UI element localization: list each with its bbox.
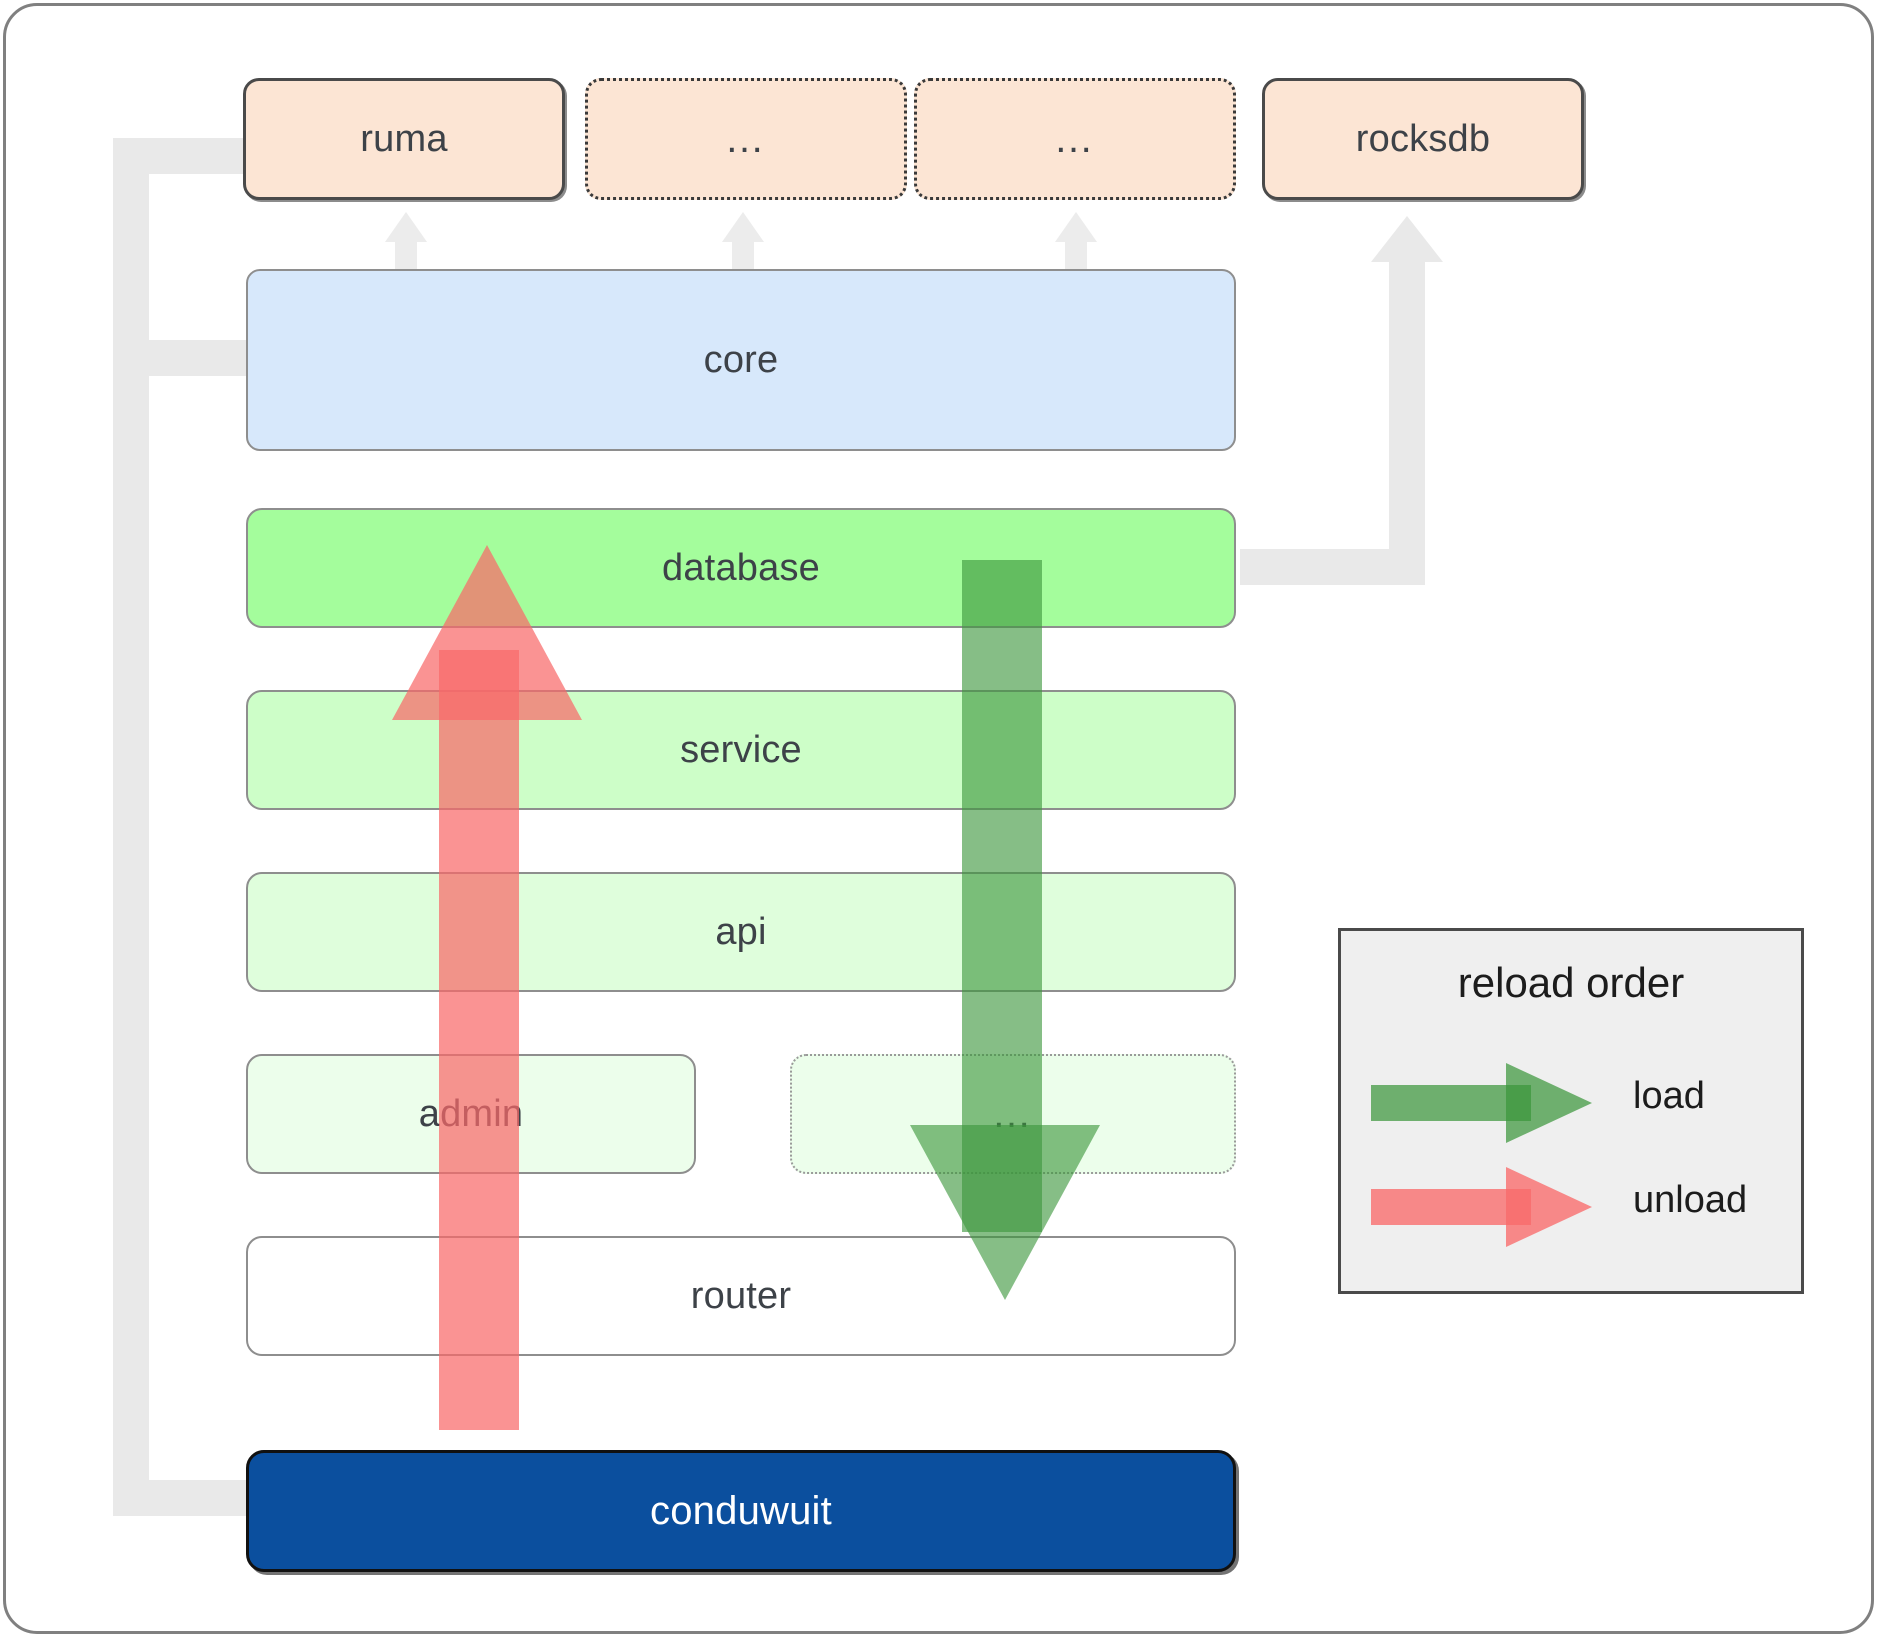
connector-conduwuit-bottom-leg xyxy=(113,1480,248,1516)
legend-label-unload: unload xyxy=(1633,1179,1748,1221)
dependency-node-ruma[interactable]: ruma xyxy=(243,78,565,200)
app-label-conduwuit: conduwuit xyxy=(650,1488,832,1533)
crate-node-admin[interactable]: admin xyxy=(246,1054,696,1174)
connector-core-to-dep3 xyxy=(1055,212,1097,272)
dependency-label-dep2: … xyxy=(724,117,768,161)
dependency-label-ruma: ruma xyxy=(360,117,448,160)
connector-conduwuit-trunk xyxy=(113,138,149,1516)
legend-panel: reload order load unload xyxy=(1338,928,1804,1294)
connector-arrowhead-rocksdb xyxy=(1371,216,1443,262)
dependency-label-dep3: … xyxy=(1053,117,1097,161)
connector-database-to-rocksdb-trunk xyxy=(1389,262,1425,585)
legend-label-load: load xyxy=(1633,1075,1705,1117)
dependency-node-rocksdb[interactable]: rocksdb xyxy=(1262,78,1584,200)
core-node[interactable]: core xyxy=(246,269,1236,451)
crate-label-service: service xyxy=(680,728,802,771)
crate-label-database: database xyxy=(662,546,820,589)
legend-row-unload: unload xyxy=(1371,1167,1777,1247)
connector-core-to-ruma xyxy=(385,212,427,272)
dependency-node-dep2[interactable]: … xyxy=(585,78,907,200)
app-node-conduwuit[interactable]: conduwuit xyxy=(246,1450,1236,1572)
dependency-label-rocksdb: rocksdb xyxy=(1355,117,1491,160)
crate-node-router[interactable]: router xyxy=(246,1236,1236,1356)
crate-label-admin: admin xyxy=(418,1092,524,1135)
crate-node-api[interactable]: api xyxy=(246,872,1236,992)
crate-label-more: … xyxy=(991,1092,1035,1136)
legend-title: reload order xyxy=(1457,959,1685,1006)
crate-label-api: api xyxy=(715,910,767,953)
load-arrow-icon xyxy=(1371,1063,1601,1143)
unload-arrow-icon xyxy=(1371,1167,1601,1247)
canvas-frame xyxy=(3,3,1874,1634)
dependency-node-dep3[interactable]: … xyxy=(914,78,1236,200)
connector-core-to-dep2 xyxy=(722,212,764,272)
crate-node-service[interactable]: service xyxy=(246,690,1236,810)
crate-node-database[interactable]: database xyxy=(246,508,1236,628)
crate-label-router: router xyxy=(690,1274,792,1317)
core-label: core xyxy=(703,338,779,381)
legend-row-load: load xyxy=(1371,1063,1777,1143)
crate-node-more[interactable]: … xyxy=(790,1054,1236,1174)
